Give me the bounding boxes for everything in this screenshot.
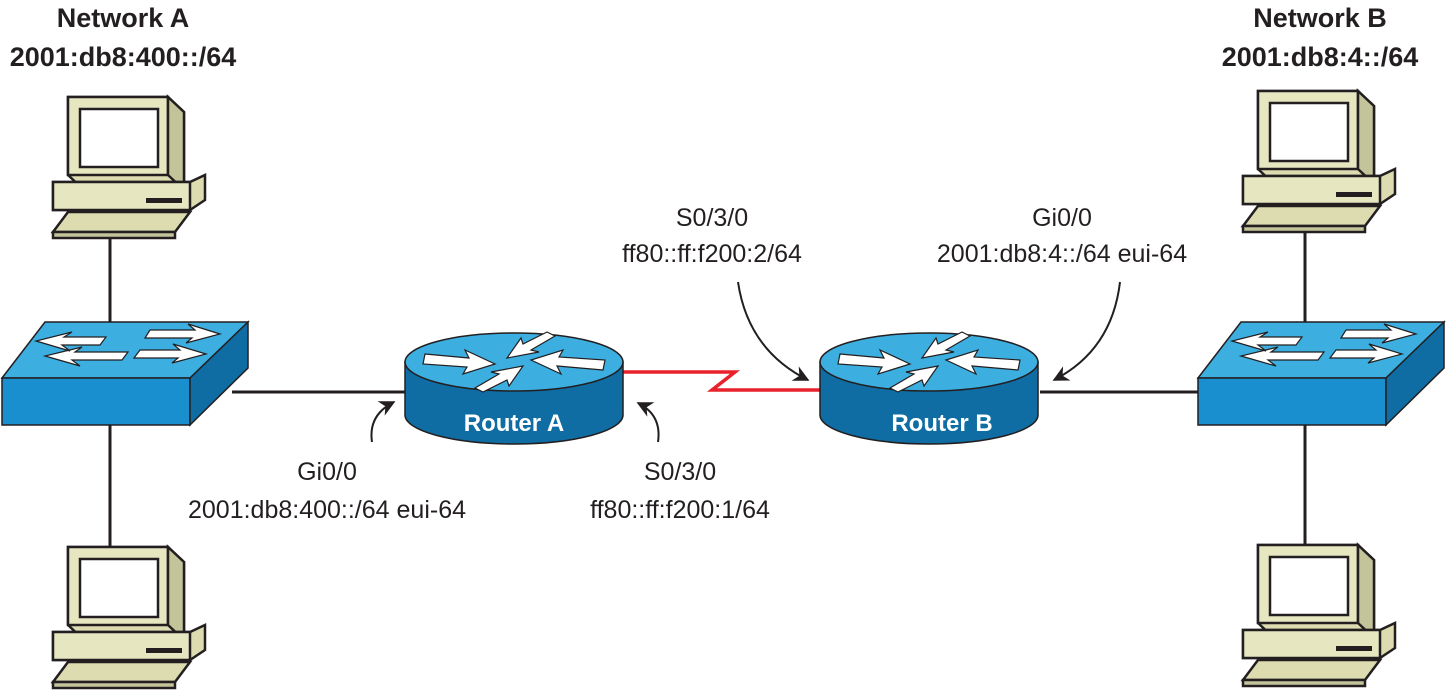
router-b-serial-name: S0/3/0 — [676, 204, 748, 232]
router-b-gi-address: 2001:db8:4::/64 eui-64 — [937, 240, 1187, 268]
switch-network-b-icon — [1197, 321, 1445, 426]
router-a-gi-address: 2001:db8:400::/64 eui-64 — [188, 496, 466, 524]
arrow-router-a-serial — [636, 402, 660, 443]
arrow-router-b-gi — [1052, 281, 1121, 381]
router-b-gi-name: Gi0/0 — [1032, 204, 1092, 232]
pointer-arrows — [370, 281, 1121, 443]
network-b-title: Network B — [1253, 3, 1387, 33]
switch-network-a-icon — [1, 321, 249, 426]
pc-network-a-bottom — [51, 545, 207, 690]
pc-network-b-top — [1241, 89, 1397, 234]
arrow-router-a-gi — [370, 401, 396, 443]
router-a-serial-address: ff80::ff:f200:1/64 — [590, 496, 770, 524]
arrow-router-b-serial — [737, 281, 810, 381]
network-a-prefix: 2001:db8:400::/64 — [10, 42, 237, 72]
router-b-serial-address: ff80::ff:f200:2/64 — [622, 240, 802, 268]
router-a-serial-name: S0/3/0 — [644, 458, 716, 486]
network-a-title: Network A — [57, 3, 190, 33]
pc-network-b-bottom — [1241, 543, 1397, 688]
serial-link — [622, 370, 822, 392]
router-b-label: Router B — [891, 410, 992, 437]
router-a-gi-name: Gi0/0 — [297, 458, 357, 486]
network-b-prefix: 2001:db8:4::/64 — [1222, 42, 1419, 72]
router-a-label: Router A — [464, 410, 564, 437]
links — [108, 230, 1307, 560]
pc-network-a-top — [51, 95, 207, 240]
